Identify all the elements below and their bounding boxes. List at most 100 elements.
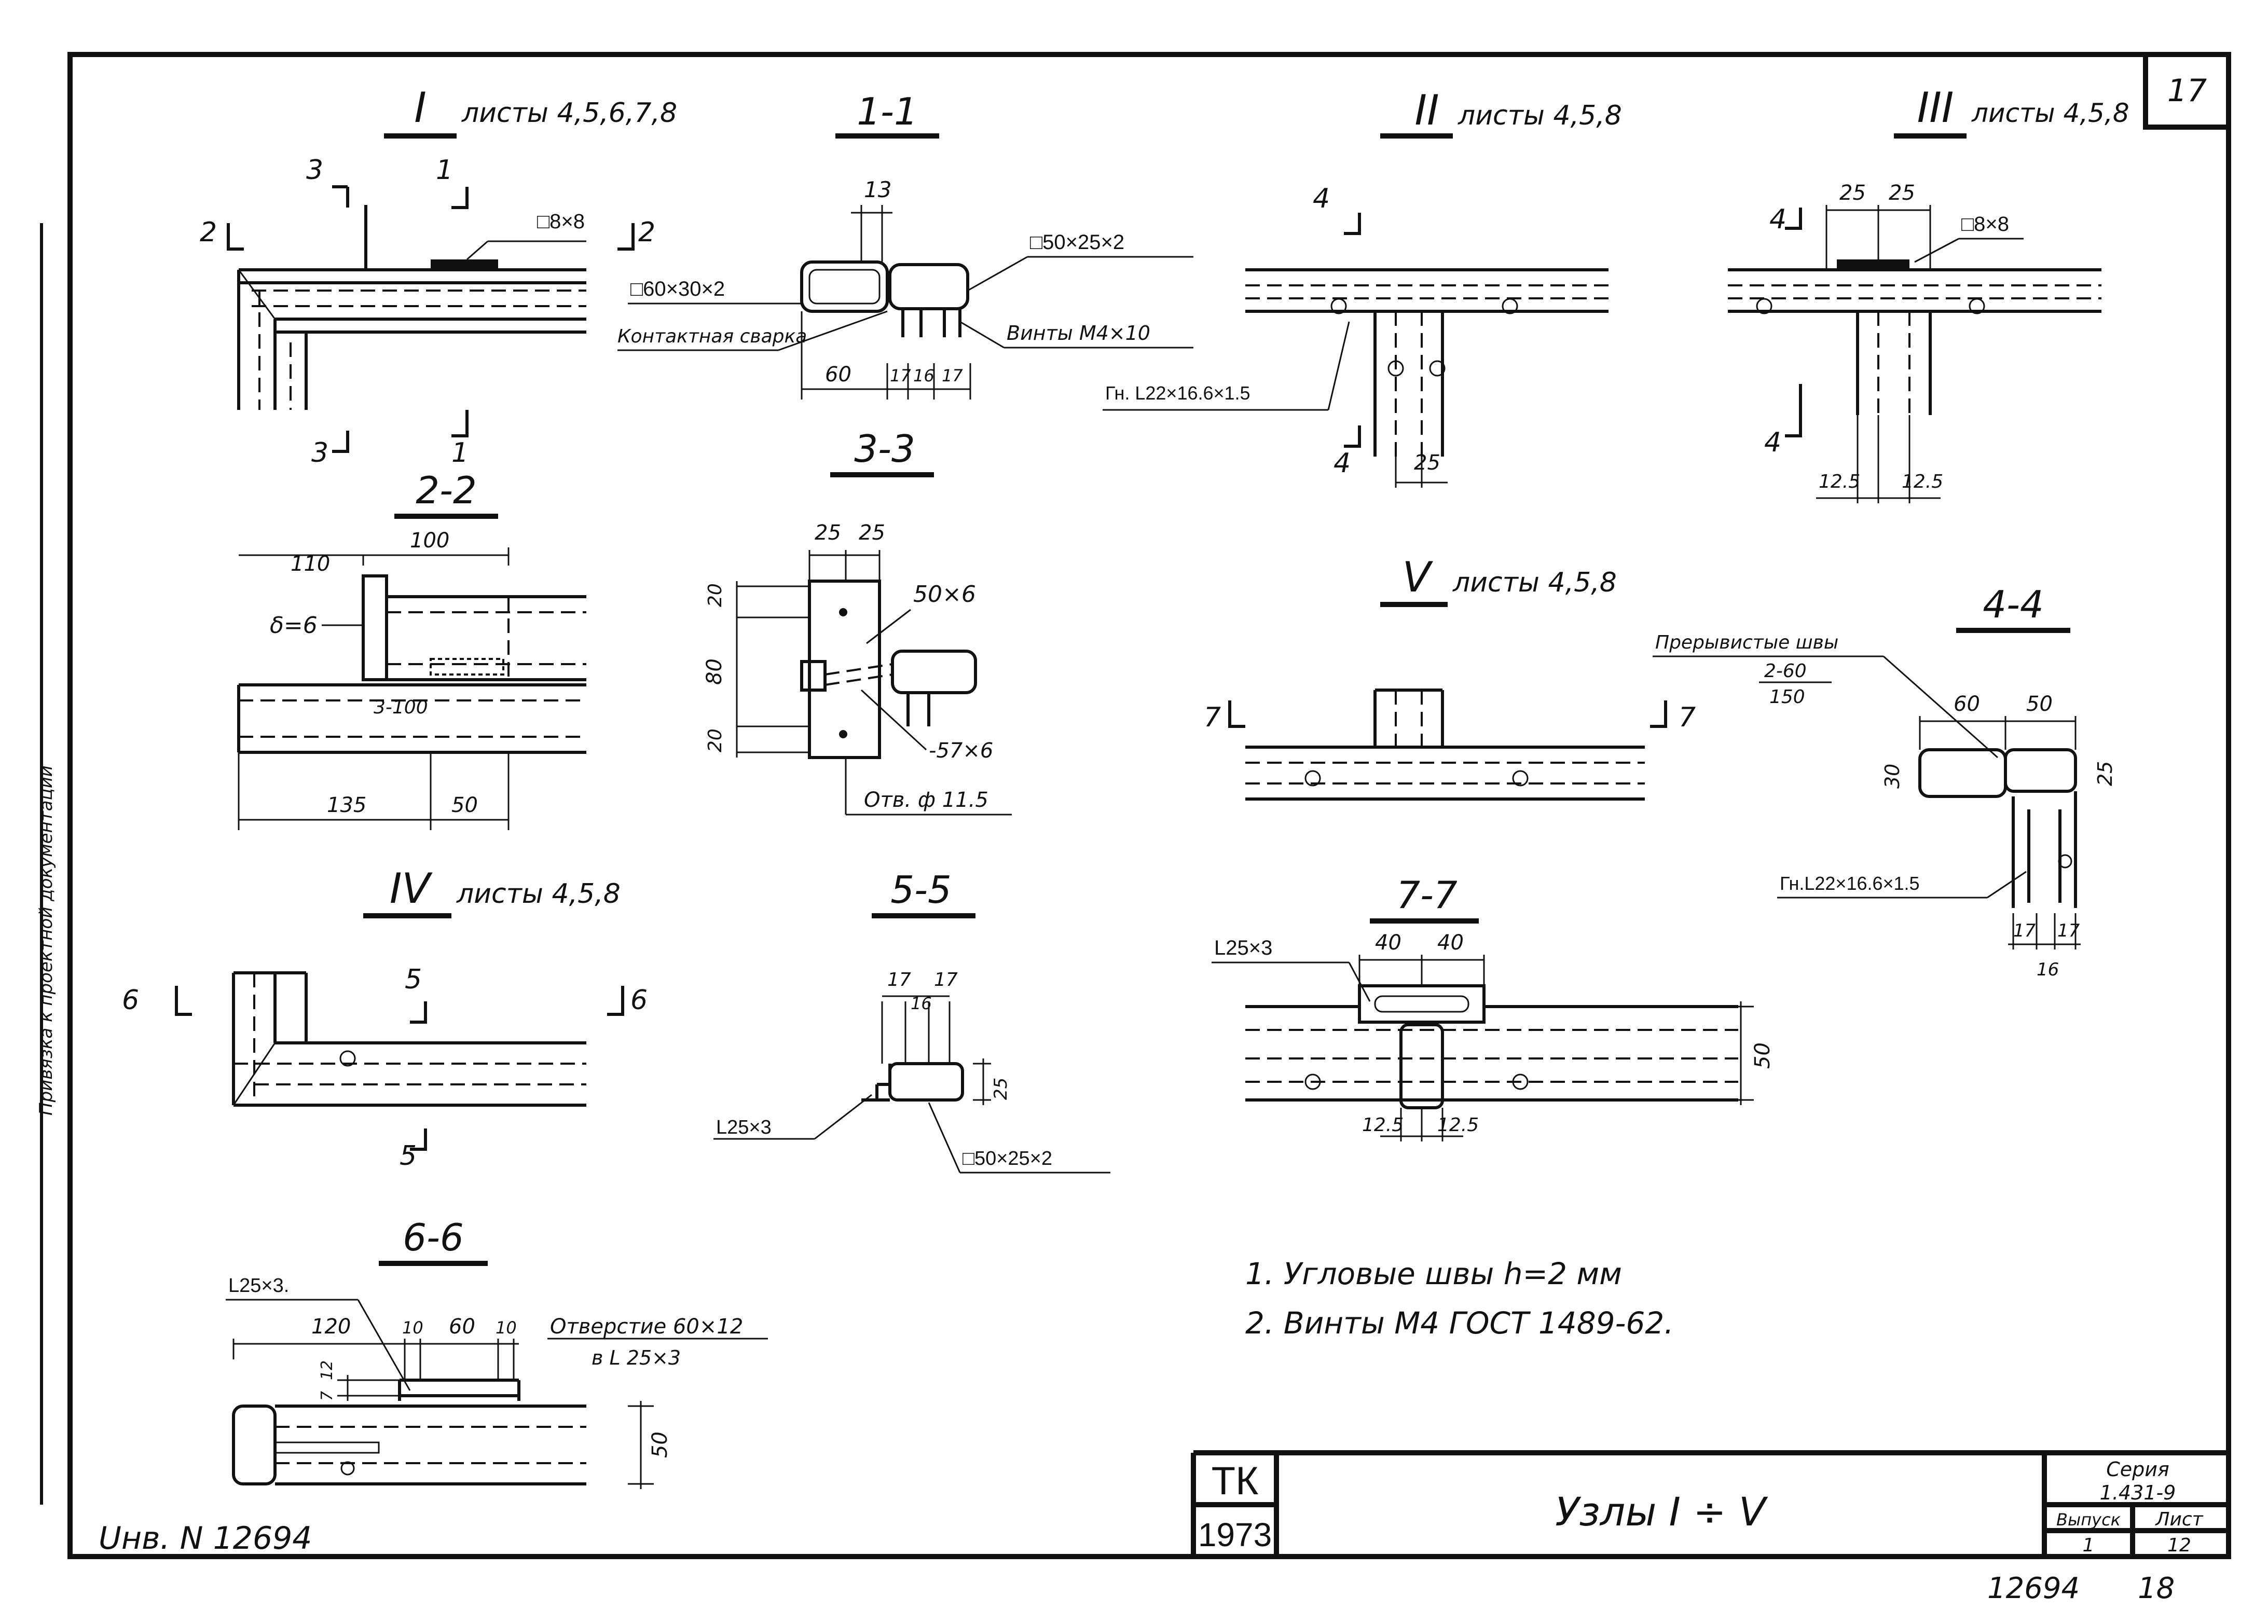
node-2-sheets: листы 4,5,8 <box>1458 100 1622 131</box>
node-2: II листы 4,5,8 4 4 Гн. L22×16.6×1.5 25 <box>1103 86 1622 488</box>
svg-text:25: 25 <box>1414 451 1440 475</box>
node-5: V листы 4,5,8 7 7 <box>1204 553 1696 801</box>
svg-text:3: 3 <box>306 155 323 186</box>
svg-text:δ=6: δ=6 <box>270 612 318 639</box>
svg-text:150: 150 <box>1769 686 1805 708</box>
svg-text:25: 25 <box>2094 761 2116 786</box>
svg-text:25: 25 <box>991 1078 1011 1100</box>
svg-text:2: 2 <box>200 217 217 248</box>
svg-text:7: 7 <box>318 1391 336 1401</box>
svg-text:50: 50 <box>2026 692 2053 716</box>
svg-text:30: 30 <box>1881 764 1904 789</box>
svg-text:1: 1 <box>436 155 453 186</box>
node-3-sheets: листы 4,5,8 <box>1971 98 2129 128</box>
section-7-7-angle: L25×3 <box>1214 937 1272 959</box>
svg-text:2: 2 <box>638 217 655 248</box>
node-4-label: IV <box>390 864 433 913</box>
section-5-5: 5-5 17 17 16 25 L25×3 □50×25×2 <box>713 868 1110 1174</box>
section-2-2: 2-2 110 100 δ=6 3-100 135 50 <box>237 469 586 830</box>
section-6-6: 6-6 L25×3. 120 10 60 10 Отверстие 60×12 … <box>226 1216 768 1489</box>
node-4: IV листы 4,5,8 6 6 5 5 <box>122 864 648 1172</box>
sheet-label: Лист <box>2154 1509 2203 1530</box>
svg-text:4: 4 <box>1334 448 1351 479</box>
contact-weld-label: Контактная сварка <box>617 326 807 347</box>
node-2-label: II <box>1414 86 1439 134</box>
svg-text:50: 50 <box>648 1432 672 1458</box>
svg-text:6: 6 <box>630 985 648 1016</box>
node-5-label: V <box>1403 553 1434 601</box>
section-4-4-label: 4-4 <box>1983 583 2044 626</box>
svg-text:20: 20 <box>705 728 726 752</box>
archive-number: 12694 <box>1987 1572 2080 1605</box>
svg-text:120: 120 <box>311 1315 351 1339</box>
node-4-sheets: листы 4,5,8 <box>456 878 621 910</box>
svg-text:12: 12 <box>318 1360 336 1380</box>
section-4-4: 4-4 Прерывистые швы 2-60 150 60 50 30 25… <box>1653 583 2116 980</box>
svg-text:7: 7 <box>1679 702 1696 733</box>
tk-label: ТК <box>1212 1459 1259 1503</box>
svg-text:80: 80 <box>703 658 726 685</box>
svg-text:60: 60 <box>449 1315 475 1339</box>
svg-text:4: 4 <box>1764 427 1781 458</box>
weld-mark <box>431 259 498 271</box>
svg-text:-57×6: -57×6 <box>929 739 993 763</box>
svg-text:12.5: 12.5 <box>1437 1114 1479 1136</box>
svg-text:6: 6 <box>122 985 139 1016</box>
svg-text:Отв. ф 11.5: Отв. ф 11.5 <box>864 788 988 812</box>
section-4-4-welds: Прерывистые швы <box>1655 632 1838 653</box>
title-block: ТК 1973 Узлы I ÷ V Серия 1.431-9 Выпуск … <box>1191 1450 2229 1557</box>
svg-text:4: 4 <box>1769 204 1786 235</box>
svg-text:1: 1 <box>451 437 469 469</box>
svg-text:12.5: 12.5 <box>1362 1114 1404 1136</box>
issue-value: 1 <box>2083 1535 2095 1556</box>
svg-text:12.5: 12.5 <box>1902 471 1943 492</box>
node-2-angle: Гн. L22×16.6×1.5 <box>1105 382 1250 404</box>
section-1-1-label: 1-1 <box>857 90 918 133</box>
series-label: Серия <box>2106 1458 2169 1481</box>
svg-text:13: 13 <box>864 177 891 202</box>
section-4-4-angle: Гн.L22×16.6×1.5 <box>1780 873 1920 894</box>
svg-text:60: 60 <box>825 363 851 387</box>
svg-text:в L 25×3: в L 25×3 <box>592 1346 681 1369</box>
section-5-5-angle: L25×3 <box>716 1117 772 1138</box>
svg-text:5: 5 <box>400 1140 417 1172</box>
svg-text:100: 100 <box>410 529 449 553</box>
svg-text:25: 25 <box>859 521 885 545</box>
svg-text:110: 110 <box>291 552 330 576</box>
sheet-value: 12 <box>2167 1535 2191 1556</box>
svg-text:60: 60 <box>1954 692 1980 716</box>
section-7-7-label: 7-7 <box>1396 873 1458 917</box>
svg-text:17: 17 <box>942 366 963 386</box>
svg-text:12.5: 12.5 <box>1819 471 1860 492</box>
node-3-label: III <box>1917 84 1954 132</box>
svg-text:17: 17 <box>887 969 911 990</box>
svg-text:50: 50 <box>451 793 478 817</box>
series-value: 1.431-9 <box>2100 1481 2176 1504</box>
section-6-6-angle: L25×3. <box>228 1275 289 1297</box>
svg-text:10: 10 <box>402 1318 423 1338</box>
svg-text:17: 17 <box>890 366 911 386</box>
pipe-60x30: □60×30×2 <box>630 278 725 300</box>
section-3-3: 3-3 25 25 20 80 20 50×6 -57×6 Отв. ф 11.… <box>703 427 1012 816</box>
svg-text:50: 50 <box>1751 1042 1775 1069</box>
section-5-5-label: 5-5 <box>890 868 952 912</box>
node-1: I листы 4,5,6,7,8 □8×8 2 2 3 3 1 1 <box>200 84 677 469</box>
year-label: 1973 <box>1198 1516 1272 1553</box>
node-3: III листы 4,5,8 25 25 □8×8 4 4 12.5 12.5 <box>1728 84 2129 503</box>
svg-text:17: 17 <box>2013 920 2036 941</box>
svg-text:16: 16 <box>911 994 932 1013</box>
svg-text:17: 17 <box>2057 920 2080 941</box>
note-1: 1. Угловые швы h=2 мм <box>1245 1256 1622 1291</box>
svg-text:7: 7 <box>1204 702 1221 733</box>
margin-text: Привязка к проектной документации <box>36 765 57 1116</box>
section-1-1: 1-1 13 □60×30×2 □50×25×2 Контактная свар… <box>617 90 1193 400</box>
node-1-sheets: листы 4,5,6,7,8 <box>461 98 677 129</box>
svg-text:40: 40 <box>1437 931 1464 955</box>
svg-text:5: 5 <box>405 964 422 995</box>
svg-text:3: 3 <box>311 437 328 469</box>
node-5-sheets: листы 4,5,8 <box>1452 567 1617 598</box>
node-3-weld: □8×8 <box>1961 213 2009 236</box>
svg-text:10: 10 <box>496 1318 517 1338</box>
svg-text:2-60: 2-60 <box>1764 660 1807 682</box>
